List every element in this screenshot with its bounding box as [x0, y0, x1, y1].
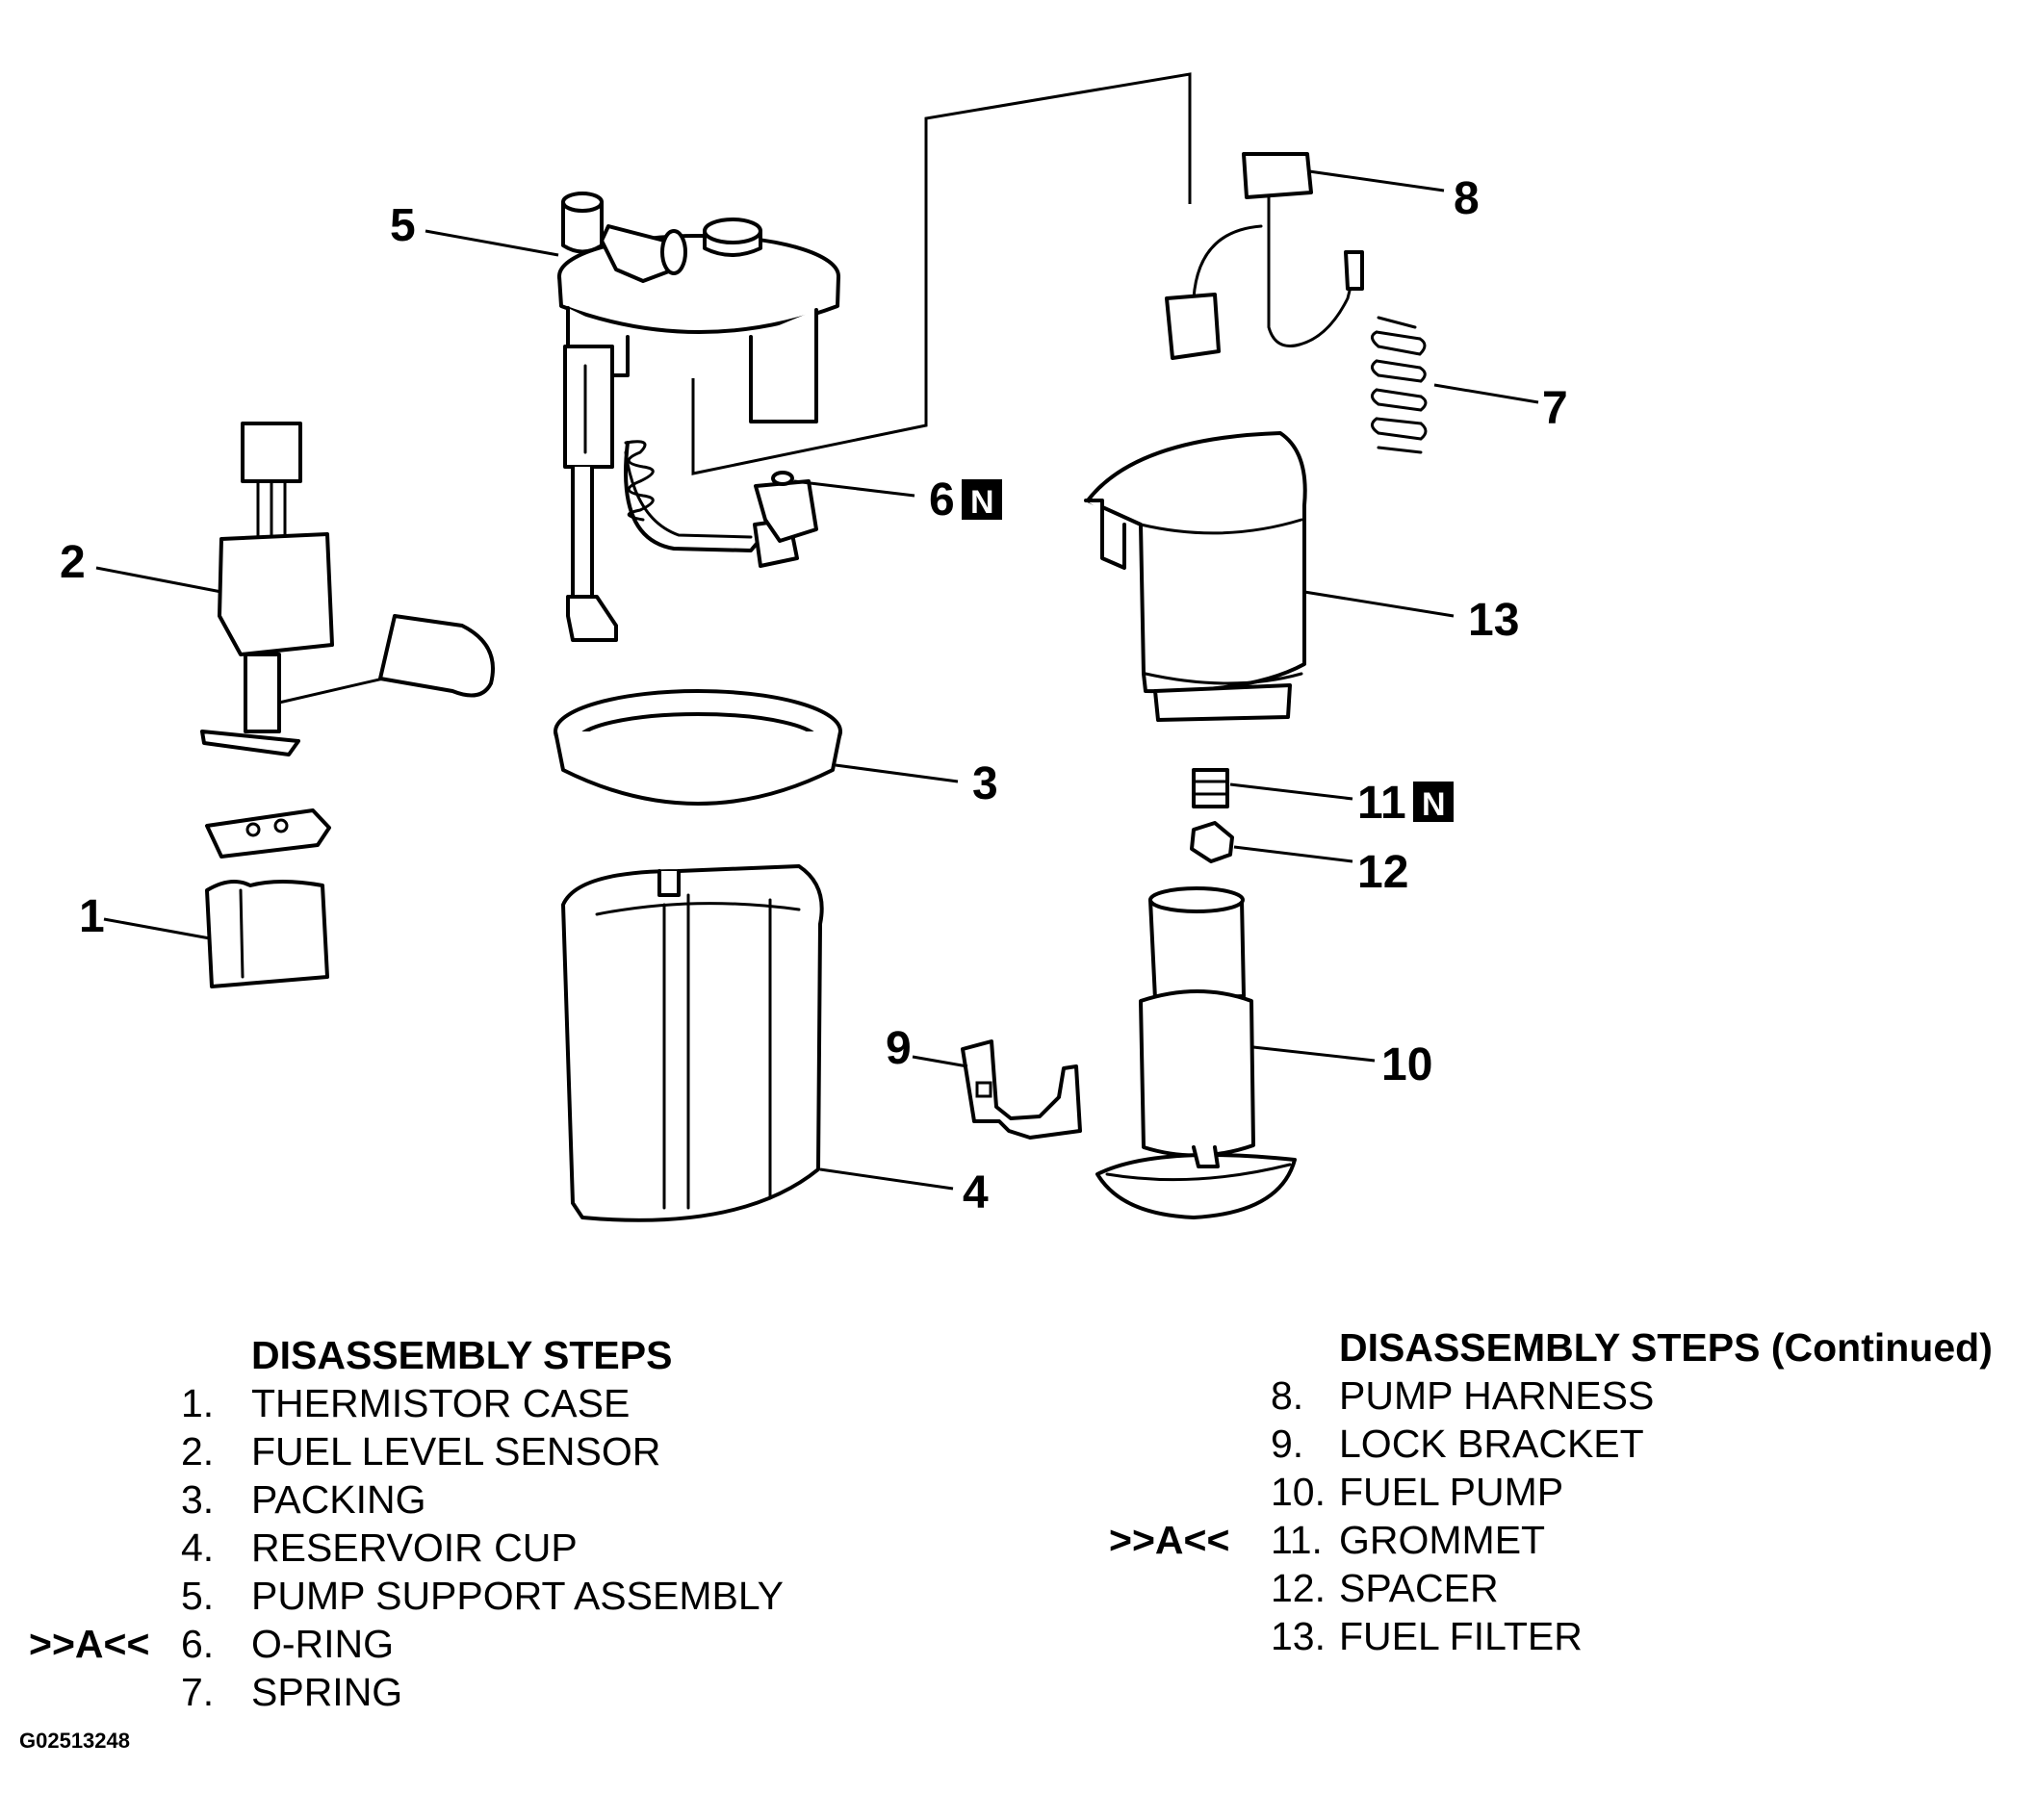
step-number: 9. [1271, 1422, 1304, 1466]
leader-4 [819, 1167, 954, 1191]
leader-13 [1303, 590, 1455, 618]
legend_right-step-row: 8. PUMP HARNESS [1117, 1371, 2022, 1420]
step-number: 1. [181, 1381, 215, 1425]
leader-6 [793, 479, 915, 498]
leader-2 [95, 566, 222, 594]
step-part-name: SPRING [251, 1670, 403, 1714]
leader-7 [1433, 383, 1539, 404]
legend_right-step-row: 10. FUEL PUMP [1117, 1468, 2022, 1516]
legend_right-step-row: 9. LOCK BRACKET [1117, 1420, 2022, 1468]
legend-left-steps: 1. THERMISTOR CASE 2. FUEL LEVEL SENSOR 3. PA… [29, 1379, 818, 1716]
fuel-pump [1095, 886, 1297, 1219]
step-part-name: PUMP SUPPORT ASSEMBLY [251, 1574, 784, 1618]
callout-2: 2 [60, 537, 86, 588]
step-part-name: LOCK BRACKET [1339, 1422, 1644, 1466]
legend-right-title-row: DISASSEMBLY STEPS (Continued) [1117, 1323, 2022, 1371]
step-number: 6. [181, 1622, 215, 1666]
fuel-filter [1084, 431, 1307, 722]
legend-left-title-row: DISASSEMBLY STEPS [29, 1331, 818, 1379]
legend_right-step-row: >>A<< 11. GROMMET [1109, 1516, 2022, 1564]
legend_left-step-row: 4. RESERVOIR CUP [29, 1524, 818, 1572]
step-number: 5. [181, 1574, 215, 1618]
grommet [1192, 768, 1229, 808]
step-part-name: FUEL LEVEL SENSOR [251, 1429, 661, 1474]
leader-11 [1229, 782, 1353, 801]
harness-routing-line [691, 72, 1192, 475]
callout-1: 1 [79, 891, 105, 942]
callout-6: 6 [929, 474, 955, 525]
step-number: 10. [1271, 1470, 1326, 1514]
step-part-name: FUEL PUMP [1339, 1470, 1564, 1514]
step-number: 3. [181, 1477, 215, 1522]
callout-4: 4 [963, 1167, 989, 1218]
callout-5: 5 [390, 200, 416, 251]
reservoir-cup [561, 864, 824, 1222]
callout-8: 8 [1454, 173, 1480, 224]
step-part-name: THERMISTOR CASE [251, 1381, 631, 1425]
legend-left: DISASSEMBLY STEPS 1. THERMISTOR CASE 2. FUE… [29, 1331, 818, 1716]
step-part-name: PUMP HARNESS [1339, 1373, 1655, 1418]
procedure-reference-mark: >>A<< [1109, 1518, 1230, 1562]
step-number: 2. [181, 1429, 215, 1474]
legend_left-step-row: >>A<< 6. O-RING [29, 1620, 818, 1668]
figure-code: G02513248 [19, 1729, 130, 1753]
new-part-badge-11-label: N [1422, 786, 1446, 823]
legend_left-step-row: 2. FUEL LEVEL SENSOR [29, 1427, 818, 1475]
spacer [1190, 821, 1234, 863]
legend_left-step-row: 5. PUMP SUPPORT ASSEMBLY [29, 1572, 818, 1620]
callout-12: 12 [1357, 847, 1408, 898]
leader-12 [1233, 845, 1353, 863]
o-ring [771, 471, 794, 486]
legend-right-title: DISASSEMBLY STEPS (Continued) [1339, 1325, 1993, 1370]
lock-bracket [961, 1039, 1082, 1140]
pump-support-assembly [557, 192, 840, 642]
pump-harness [1165, 152, 1364, 360]
callout-7: 7 [1542, 383, 1568, 434]
leader-9 [912, 1055, 968, 1068]
thermistor-case [205, 808, 331, 988]
legend_left-step-row: 3. PACKING [29, 1475, 818, 1524]
procedure-reference-mark: >>A<< [29, 1622, 150, 1666]
fuel-level-sensor [200, 422, 495, 756]
callout-9: 9 [886, 1023, 912, 1074]
packing [554, 689, 842, 806]
legend_left-step-row: 1. THERMISTOR CASE [29, 1379, 818, 1427]
leader-8 [1308, 169, 1445, 192]
callout-11: 11 [1357, 778, 1406, 829]
legend-right: DISASSEMBLY STEPS (Continued) 8. PUMP HAR… [1109, 1323, 2022, 1660]
leader-10 [1252, 1045, 1376, 1063]
new-part-badge-11 [1413, 782, 1454, 822]
step-part-name: SPACER [1339, 1566, 1499, 1610]
step-part-name: GROMMET [1339, 1518, 1546, 1562]
legend_right-step-row: 12. SPACER [1117, 1564, 2022, 1612]
step-part-name: PACKING [251, 1477, 426, 1522]
new-part-badge-6-label: N [970, 484, 994, 521]
callout-10: 10 [1381, 1039, 1432, 1090]
leader-1 [103, 917, 211, 940]
leader-3 [835, 763, 959, 783]
step-part-name: RESERVOIR CUP [251, 1525, 578, 1570]
step-number: 4. [181, 1525, 215, 1570]
legend_right-step-row: 13. FUEL FILTER [1117, 1612, 2022, 1660]
legend-left-title: DISASSEMBLY STEPS [251, 1333, 673, 1377]
step-number: 8. [1271, 1373, 1304, 1418]
legend-right-steps: 8. PUMP HARNESS 9. LOCK BRACKET 10. FUEL PUMP… [1109, 1371, 2022, 1660]
legend_left-step-row: 7. SPRING [29, 1668, 818, 1716]
callout-13: 13 [1468, 595, 1519, 646]
step-number: 11. [1271, 1518, 1323, 1562]
spring [1371, 316, 1428, 454]
step-number: 7. [181, 1670, 215, 1714]
step-part-name: FUEL FILTER [1339, 1614, 1583, 1658]
leader-5 [425, 229, 559, 257]
step-number: 13. [1271, 1614, 1326, 1658]
new-part-badge-6 [962, 479, 1002, 520]
step-part-name: O-RING [251, 1622, 395, 1666]
step-number: 12. [1271, 1566, 1326, 1610]
callout-3: 3 [972, 758, 998, 809]
